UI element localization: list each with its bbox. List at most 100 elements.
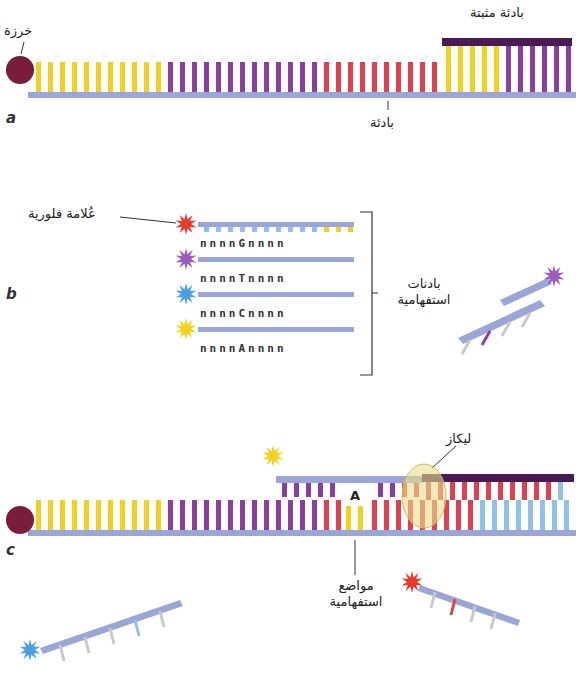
base bbox=[450, 482, 455, 500]
anchor-primer bbox=[422, 474, 574, 482]
base bbox=[108, 62, 113, 92]
base bbox=[474, 482, 479, 500]
base bbox=[180, 62, 185, 92]
base bbox=[324, 62, 329, 92]
base bbox=[564, 500, 569, 530]
base bbox=[420, 62, 425, 92]
base bbox=[156, 62, 161, 92]
label-box: عُلامة فلورية bbox=[28, 203, 96, 222]
base bbox=[84, 62, 89, 92]
base bbox=[276, 62, 281, 92]
base bbox=[312, 227, 317, 232]
bracket bbox=[360, 212, 378, 375]
fluorescent-tag bbox=[402, 571, 423, 593]
base bbox=[420, 62, 425, 92]
base bbox=[168, 62, 173, 92]
probe-sequence: nnnnTnnnn bbox=[200, 272, 287, 285]
base-letter: A bbox=[349, 488, 361, 504]
ligated-probe bbox=[276, 476, 422, 483]
base bbox=[431, 592, 435, 608]
base bbox=[252, 62, 257, 92]
free-probe bbox=[418, 585, 520, 626]
base bbox=[348, 62, 353, 92]
base bbox=[300, 62, 305, 92]
base bbox=[348, 227, 353, 232]
base bbox=[312, 62, 317, 92]
base bbox=[378, 483, 383, 497]
base bbox=[60, 62, 65, 92]
base bbox=[558, 482, 563, 500]
probe-sequence: nnnnAnnnn bbox=[200, 342, 287, 355]
base bbox=[456, 500, 461, 530]
label-box: خرزة bbox=[4, 20, 32, 39]
base bbox=[96, 62, 101, 92]
base bbox=[522, 482, 527, 500]
panel-c-art bbox=[6, 446, 576, 654]
base bbox=[468, 500, 473, 530]
base bbox=[108, 62, 113, 92]
base bbox=[384, 62, 389, 92]
label-box: c bbox=[6, 540, 15, 559]
base bbox=[336, 227, 341, 232]
label-box: مواضع استفهامية bbox=[314, 578, 398, 610]
base bbox=[534, 482, 539, 500]
base bbox=[372, 62, 377, 92]
base bbox=[216, 227, 221, 232]
base bbox=[312, 500, 317, 530]
bases bbox=[36, 46, 571, 661]
base bbox=[396, 500, 401, 530]
free-probe bbox=[500, 278, 552, 306]
base bbox=[336, 62, 341, 92]
base bbox=[252, 500, 257, 530]
fluorescent-tag bbox=[20, 639, 41, 661]
base bbox=[72, 62, 77, 92]
base bbox=[36, 62, 41, 92]
base bbox=[108, 500, 113, 530]
panel-letter: c bbox=[6, 541, 15, 559]
base bbox=[504, 500, 509, 530]
bead bbox=[6, 506, 34, 534]
base bbox=[96, 500, 101, 530]
panel-letter: b bbox=[6, 285, 17, 303]
base bbox=[530, 46, 535, 92]
panel-a-art bbox=[6, 38, 576, 110]
base bbox=[60, 500, 65, 530]
base bbox=[491, 613, 495, 629]
base bbox=[384, 62, 389, 92]
base bbox=[432, 62, 437, 92]
fluorescent-tag bbox=[263, 445, 284, 467]
base bbox=[36, 500, 41, 530]
label-box: nnnnGnnnn bbox=[200, 232, 287, 251]
base bbox=[240, 62, 245, 92]
panel-b-art bbox=[120, 212, 552, 375]
base bbox=[432, 62, 437, 92]
base bbox=[346, 506, 351, 530]
label-box: nnnnTnnnn bbox=[200, 267, 287, 286]
leader-line bbox=[21, 42, 24, 54]
anchor-primer-label: بادئة مثبتة bbox=[470, 5, 524, 21]
fluorescent-tag bbox=[176, 248, 197, 270]
base bbox=[156, 62, 161, 92]
base bbox=[48, 62, 53, 92]
base bbox=[84, 62, 89, 92]
base bbox=[360, 62, 365, 92]
base bbox=[324, 62, 329, 92]
base bbox=[510, 482, 515, 500]
base bbox=[498, 482, 503, 500]
bead-label: خرزة bbox=[4, 23, 32, 39]
base bbox=[48, 500, 53, 530]
base bbox=[396, 62, 401, 92]
base bbox=[135, 620, 139, 636]
base bbox=[336, 62, 341, 92]
ligase-label: ليكاز bbox=[446, 431, 471, 447]
base bbox=[168, 500, 173, 530]
base bbox=[554, 46, 559, 92]
base bbox=[48, 62, 53, 92]
base bbox=[528, 500, 533, 530]
base bbox=[132, 62, 137, 92]
base bbox=[494, 46, 499, 92]
base bbox=[458, 46, 463, 92]
leader-line bbox=[355, 540, 356, 575]
base bbox=[324, 500, 329, 530]
